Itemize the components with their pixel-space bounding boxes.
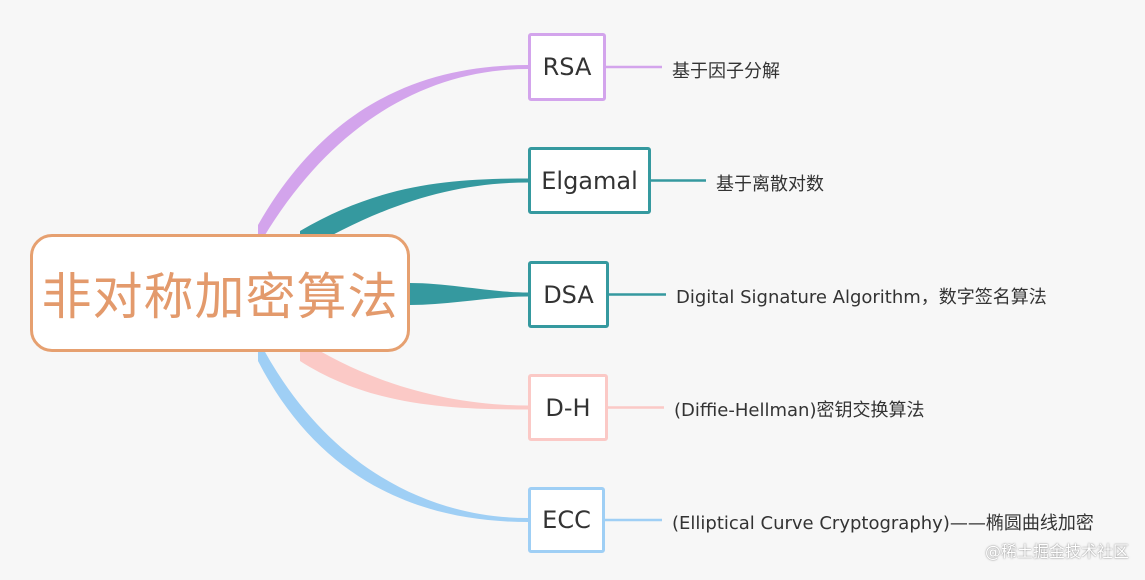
root-label: 非对称加密算法 bbox=[41, 268, 399, 326]
connector-dsa bbox=[410, 283, 528, 305]
node-dsa[interactable]: DSA bbox=[528, 261, 609, 328]
connector-elgamal bbox=[300, 178, 528, 253]
leaf-dsa-description: Digital Signature Algorithm，数字签名算法 bbox=[676, 287, 1047, 308]
connector-ecc bbox=[258, 339, 528, 522]
leaf-dh-description: (Diffie-Hellman)密钥交换算法 bbox=[674, 400, 925, 421]
watermark: @稀土掘金技术社区 bbox=[984, 542, 1129, 561]
leaf-rsa-description: 基于因子分解 bbox=[672, 61, 780, 82]
node-elgamal[interactable]: Elgamal bbox=[528, 147, 651, 214]
leaf-ecc-description: (Elliptical Curve Cryptography)——椭圆曲线加密 bbox=[672, 513, 1094, 534]
node-elgamal-label: Elgamal bbox=[541, 166, 638, 195]
connector-dh bbox=[300, 339, 528, 410]
root-node[interactable]: 非对称加密算法 bbox=[30, 234, 410, 352]
node-dh-label: D-H bbox=[545, 393, 591, 422]
node-rsa[interactable]: RSA bbox=[528, 33, 606, 101]
node-ecc[interactable]: ECC bbox=[528, 487, 605, 553]
node-dh[interactable]: D-H bbox=[528, 374, 608, 441]
connector-rsa bbox=[258, 65, 528, 247]
node-rsa-label: RSA bbox=[542, 53, 592, 81]
node-dsa-label: DSA bbox=[543, 280, 594, 309]
node-ecc-label: ECC bbox=[542, 506, 591, 534]
leaf-elgamal-description: 基于离散对数 bbox=[716, 174, 824, 195]
